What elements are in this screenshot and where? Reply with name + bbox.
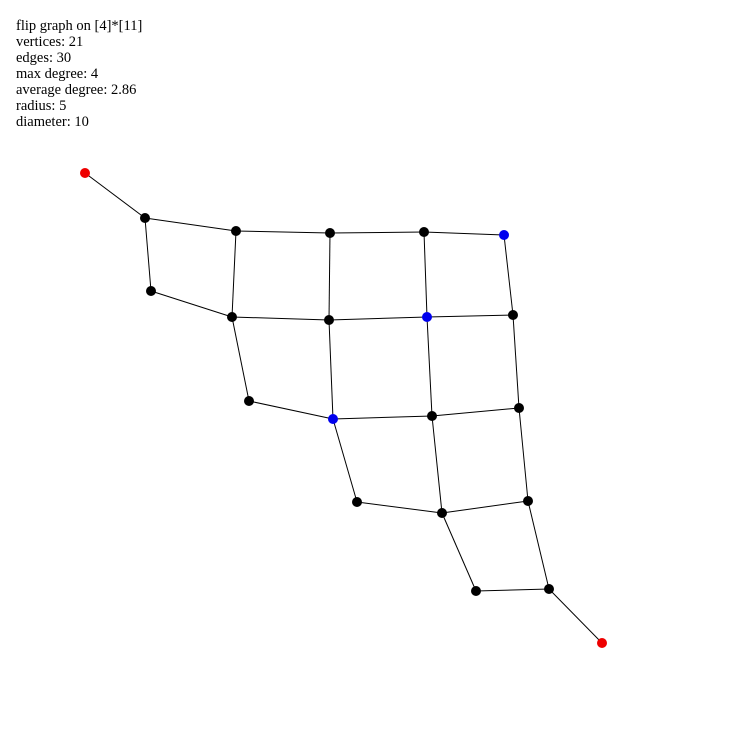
graph-vertex: [244, 396, 254, 406]
average-degree: average degree: 2.86: [16, 82, 137, 98]
center-vertex: [328, 414, 338, 424]
graph-vertex: [471, 586, 481, 596]
graph-edge: [235, 230, 331, 234]
vertices-count: vertices: 21: [16, 34, 84, 50]
graph-vertex: [508, 310, 518, 320]
graph-edge: [332, 418, 358, 503]
graph-edge: [441, 512, 477, 592]
graph-edge: [527, 500, 550, 590]
graph-edge: [518, 407, 529, 502]
graph-edge: [332, 415, 433, 420]
graph-edge: [328, 319, 334, 420]
graph-edge: [423, 231, 505, 236]
edges-layer: [84, 172, 603, 644]
graph-vertex: [437, 508, 447, 518]
endpoint-vertex: [597, 638, 607, 648]
graph-vertex: [544, 584, 554, 594]
graph-edge: [426, 314, 514, 318]
graph-vertex: [352, 497, 362, 507]
graph-edge: [231, 230, 237, 318]
center-vertex: [499, 230, 509, 240]
graph-edge: [431, 407, 520, 417]
graph-edge: [144, 217, 237, 232]
graph-edge: [475, 588, 550, 592]
graph-edge: [426, 316, 433, 417]
graph-edge: [328, 232, 331, 321]
endpoint-vertex: [80, 168, 90, 178]
graph-edge: [548, 588, 603, 644]
graph-vertex: [146, 286, 156, 296]
radius: radius: 5: [16, 98, 67, 114]
graph-edge: [356, 501, 443, 514]
graph-edge: [431, 415, 443, 514]
edges-count: edges: 30: [16, 50, 72, 66]
center-vertex: [422, 312, 432, 322]
graph-vertex: [514, 403, 524, 413]
graph-vertex: [427, 411, 437, 421]
graph-title: flip graph on [4]*[11]: [16, 18, 143, 34]
graph-vertex: [325, 228, 335, 238]
graph-info-panel: flip graph on [4]*[11] vertices: 21 edge…: [16, 18, 142, 130]
graph-edge: [231, 316, 330, 321]
graph-edge: [231, 316, 250, 402]
graph-edge: [423, 231, 428, 318]
diameter: diameter: 10: [16, 114, 89, 130]
graph-edge: [512, 314, 520, 409]
graph-edge: [503, 234, 514, 316]
graph-edge: [150, 290, 233, 318]
graph-vertex: [140, 213, 150, 223]
graph-edge: [84, 172, 146, 219]
graph-edge: [144, 217, 152, 292]
graph-vertex: [324, 315, 334, 325]
graph-edge: [248, 400, 334, 420]
graph-edge: [329, 231, 425, 234]
max-degree: max degree: 4: [16, 66, 99, 82]
graph-edge: [328, 316, 428, 321]
vertices-layer: [80, 168, 607, 648]
graph-vertex: [419, 227, 429, 237]
graph-edge: [441, 500, 529, 514]
graph-vertex: [227, 312, 237, 322]
graph-vertex: [523, 496, 533, 506]
graph-vertex: [231, 226, 241, 236]
